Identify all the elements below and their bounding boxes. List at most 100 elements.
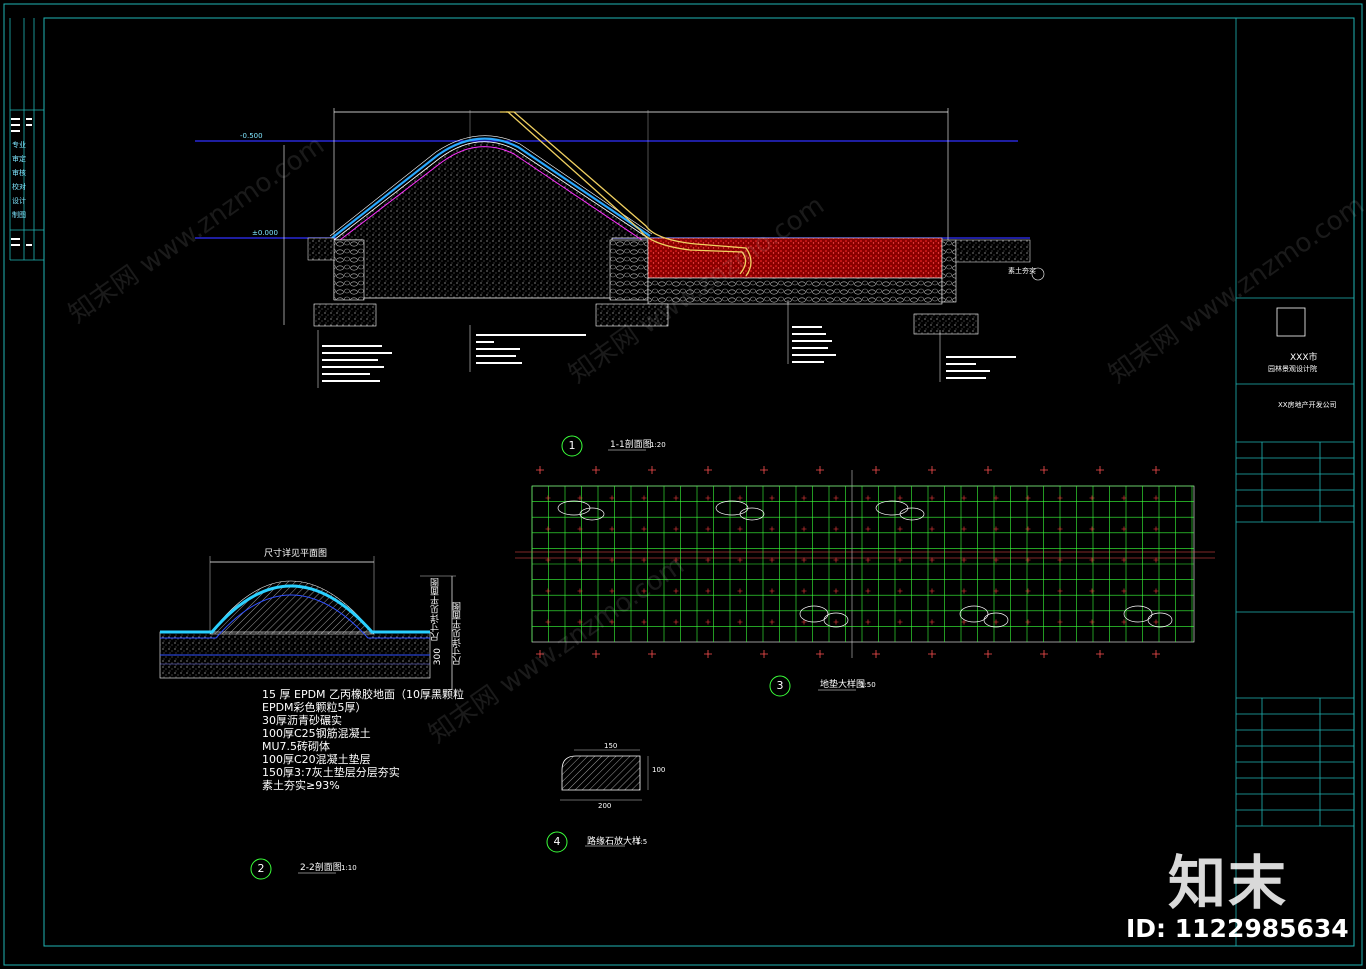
grid-cross-marker bbox=[536, 466, 544, 474]
grid-inner-marker bbox=[801, 557, 807, 563]
grid-inner-marker bbox=[737, 619, 743, 625]
grid-inner-marker bbox=[833, 526, 839, 532]
grid-lines bbox=[531, 466, 1194, 658]
grid-inner-marker bbox=[737, 526, 743, 532]
left-strip-label: 设计 bbox=[12, 197, 26, 205]
grid-inner-marker bbox=[705, 588, 711, 594]
grid-inner-marker bbox=[609, 495, 615, 501]
left-strip-label: 专业 bbox=[12, 141, 26, 149]
grid-inner-marker bbox=[705, 619, 711, 625]
left-strip-label: 制图 bbox=[12, 211, 26, 219]
grid-inner-marker bbox=[833, 619, 839, 625]
grid-inner-marker bbox=[1121, 588, 1127, 594]
section1-label-left: 素土夯实 bbox=[1008, 267, 1036, 275]
grid-inner-marker bbox=[993, 526, 999, 532]
grid-inner-marker bbox=[545, 588, 551, 594]
grid-cross-marker bbox=[1040, 650, 1048, 658]
grid-cross-marker bbox=[816, 650, 824, 658]
title-block bbox=[1235, 18, 1354, 946]
grid-cross-marker bbox=[928, 650, 936, 658]
grid-inner-marker bbox=[769, 495, 775, 501]
grid-inner-marker bbox=[1121, 557, 1127, 563]
grid-inner-marker bbox=[705, 557, 711, 563]
grid-cross-marker bbox=[984, 650, 992, 658]
grid-inner-marker bbox=[961, 557, 967, 563]
grid-cross-marker bbox=[1152, 650, 1160, 658]
grid-inner-marker bbox=[1089, 557, 1095, 563]
grid-inner-marker bbox=[577, 526, 583, 532]
grid-inner-marker bbox=[1153, 526, 1159, 532]
grid-inner-marker bbox=[769, 588, 775, 594]
grid-cross-marker bbox=[984, 466, 992, 474]
grid-inner-marker bbox=[929, 619, 935, 625]
grid-cross-marker bbox=[592, 466, 600, 474]
grid-inner-marker bbox=[1089, 588, 1095, 594]
grid-inner-marker bbox=[1057, 557, 1063, 563]
section2-dim-right2: 尺寸详见平面图 bbox=[453, 602, 463, 665]
grid-inner-marker bbox=[833, 495, 839, 501]
grid-inner-marker bbox=[737, 495, 743, 501]
grid-inner-marker bbox=[705, 526, 711, 532]
title-client: XX房地产开发公司 bbox=[1278, 401, 1337, 409]
grid-cross-marker bbox=[648, 466, 656, 474]
grid-inner-marker bbox=[897, 526, 903, 532]
view-3-scale: 1:50 bbox=[860, 681, 876, 689]
grid-inner-marker bbox=[641, 495, 647, 501]
grid-cross-marker bbox=[704, 650, 712, 658]
grid-inner-marker bbox=[929, 526, 935, 532]
grid-inner-marker bbox=[769, 619, 775, 625]
grid-inner-marker bbox=[577, 588, 583, 594]
left-strip-label: 校对 bbox=[12, 183, 26, 191]
grid-inner-marker bbox=[1121, 495, 1127, 501]
image-id-label: ID: 1122985634 bbox=[1126, 914, 1349, 943]
grid-inner-marker bbox=[833, 588, 839, 594]
grid-inner-marker bbox=[609, 557, 615, 563]
grid-inner-marker bbox=[673, 588, 679, 594]
grid-inner-marker bbox=[1089, 619, 1095, 625]
grid-inner-marker bbox=[641, 588, 647, 594]
view-number-circles bbox=[250, 435, 791, 880]
section4-dim-top: 150 bbox=[604, 742, 618, 750]
grid-inner-marker bbox=[801, 495, 807, 501]
grid-inner-marker bbox=[737, 557, 743, 563]
grid-inner-marker bbox=[993, 557, 999, 563]
grid-cross-marker bbox=[816, 466, 824, 474]
section2-note-1: 15 厚 EPDM 乙丙橡胶地面（10厚黑颗粒 bbox=[262, 688, 465, 701]
grid-inner-marker bbox=[609, 588, 615, 594]
grid-inner-marker bbox=[961, 526, 967, 532]
grid-inner-marker bbox=[1057, 619, 1063, 625]
grid-inner-marker bbox=[1153, 557, 1159, 563]
grid-inner-marker bbox=[865, 619, 871, 625]
section2-dim-right1: 尺寸详见平面图 bbox=[431, 578, 441, 641]
grid-inner-marker bbox=[1089, 526, 1095, 532]
left-strip-label: 审定 bbox=[12, 155, 26, 163]
grid-inner-marker bbox=[545, 526, 551, 532]
grid-inner-marker bbox=[673, 557, 679, 563]
view-4-scale: 1:5 bbox=[636, 838, 648, 846]
view-3-number: 3 bbox=[776, 679, 784, 692]
view-2-title: 2-2剖面图 bbox=[300, 863, 342, 873]
grid-inner-marker bbox=[961, 588, 967, 594]
grid-inner-marker bbox=[1153, 619, 1159, 625]
grid-inner-marker bbox=[673, 495, 679, 501]
section2-note-2: EPDM彩色颗粒5厚） bbox=[262, 701, 367, 714]
section4-dim-bottom: 200 bbox=[598, 802, 612, 810]
grid-inner-marker bbox=[609, 619, 615, 625]
grid-inner-marker bbox=[1025, 588, 1031, 594]
grid-cross-marker bbox=[648, 650, 656, 658]
view-2-number: 2 bbox=[257, 862, 265, 875]
grid-cross-marker bbox=[1096, 650, 1104, 658]
grid-inner-marker bbox=[1057, 526, 1063, 532]
grid-inner-marker bbox=[577, 495, 583, 501]
outer-frame bbox=[3, 3, 1363, 966]
section2-note-5: MU7.5砖砌体 bbox=[262, 740, 331, 753]
grid-inner-marker bbox=[641, 526, 647, 532]
section-1-1 bbox=[195, 108, 1045, 388]
grid-inner-marker bbox=[1025, 557, 1031, 563]
grid-cross-marker bbox=[592, 650, 600, 658]
grid-cross-marker bbox=[760, 466, 768, 474]
section1-elev-top: ±0.000 bbox=[252, 229, 278, 237]
section2-note-7: 150厚3:7灰土垫层分层夯实 bbox=[262, 766, 400, 779]
title-institute: XXX市 bbox=[1290, 353, 1318, 363]
grid-inner-marker bbox=[929, 588, 935, 594]
